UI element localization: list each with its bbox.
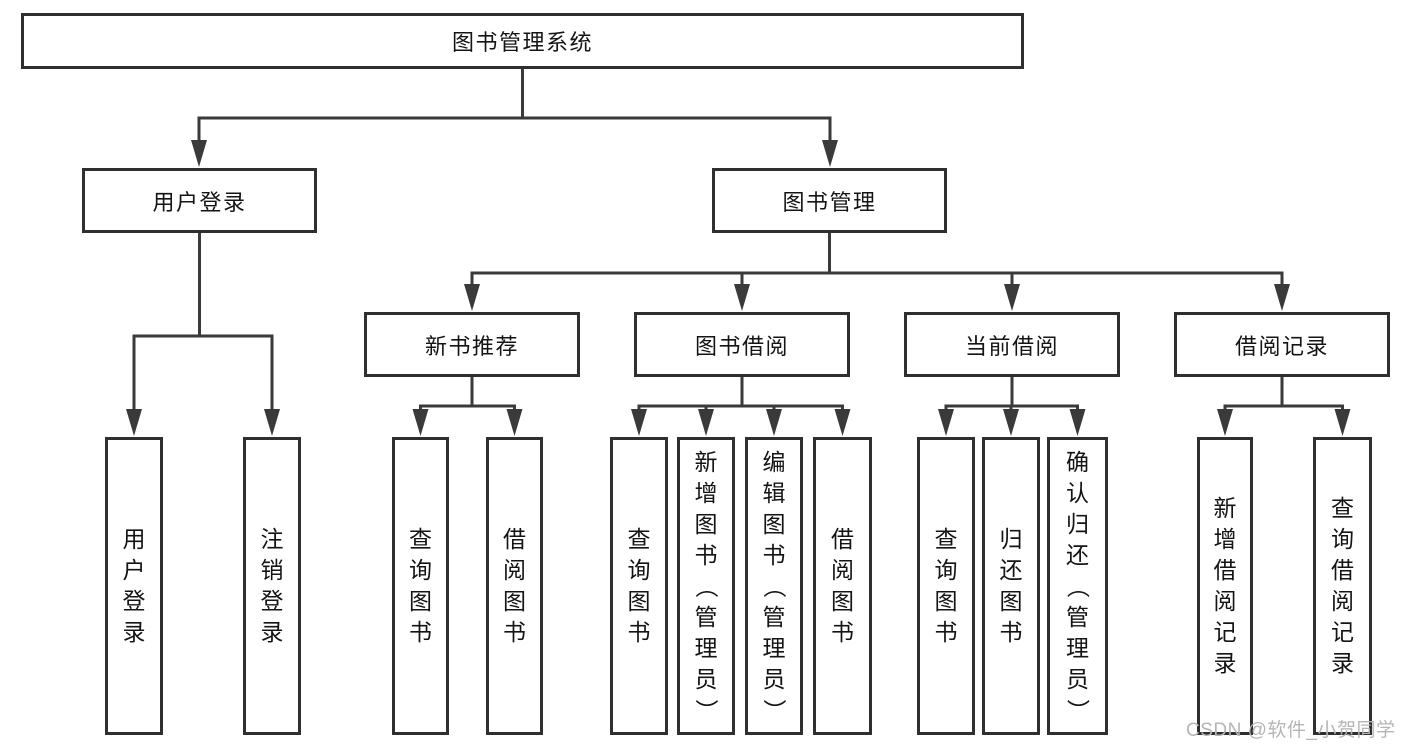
node-borrowing-records: 借阅记录 bbox=[1174, 312, 1390, 377]
leaf-borrowing-query-books: 查询图书 bbox=[610, 437, 668, 735]
node-new-book-recommend-label: 新书推荐 bbox=[424, 333, 519, 359]
node-current-borrowing-label: 当前借阅 bbox=[964, 333, 1059, 359]
node-book-management: 图书管理 bbox=[712, 168, 947, 233]
leaf-edit-books-admin-label: 编辑图书（管理员） bbox=[761, 448, 788, 722]
leaf-current-query-books: 查询图书 bbox=[917, 437, 975, 735]
leaf-add-borrow-record: 新增借阅记录 bbox=[1197, 437, 1253, 735]
leaf-borrowing-borrow-books-label: 借阅图书 bbox=[831, 526, 854, 645]
leaf-borrowing-query-books-label: 查询图书 bbox=[627, 526, 651, 645]
node-borrowing-records-label: 借阅记录 bbox=[1234, 333, 1329, 359]
leaf-confirm-return-admin-label: 确认归还（管理员） bbox=[1065, 448, 1091, 722]
leaf-edit-books-admin: 编辑图书（管理员） bbox=[745, 437, 803, 735]
node-current-borrowing: 当前借阅 bbox=[904, 312, 1120, 377]
leaf-logout-label: 注销登录 bbox=[260, 526, 284, 645]
leaf-recommend-borrow-books: 借阅图书 bbox=[486, 437, 543, 735]
watermark: CSDN @软件_小贺同学 bbox=[1186, 720, 1396, 741]
leaf-query-borrow-record-label: 查询借阅记录 bbox=[1331, 495, 1354, 676]
leaf-add-books-admin-label: 新增图书（管理员） bbox=[693, 448, 720, 722]
node-root: 图书管理系统 bbox=[21, 13, 1024, 69]
node-user-login: 用户登录 bbox=[82, 168, 317, 233]
node-book-management-label: 图书管理 bbox=[782, 189, 877, 215]
node-root-label: 图书管理系统 bbox=[451, 30, 593, 55]
leaf-add-books-admin: 新增图书（管理员） bbox=[677, 437, 735, 735]
leaf-query-borrow-record: 查询借阅记录 bbox=[1313, 437, 1372, 735]
leaf-add-borrow-record-label: 新增借阅记录 bbox=[1213, 495, 1237, 676]
leaf-recommend-query-books-label: 查询图书 bbox=[409, 526, 432, 645]
node-new-book-recommend: 新书推荐 bbox=[364, 312, 580, 377]
leaf-logout: 注销登录 bbox=[243, 437, 301, 735]
leaf-recommend-query-books: 查询图书 bbox=[392, 437, 449, 735]
leaf-recommend-borrow-books-label: 借阅图书 bbox=[503, 526, 526, 645]
node-user-login-label: 用户登录 bbox=[152, 189, 247, 215]
leaf-confirm-return-admin: 确认归还（管理员） bbox=[1047, 437, 1108, 735]
leaf-borrowing-borrow-books: 借阅图书 bbox=[813, 437, 872, 735]
leaf-return-books: 归还图书 bbox=[982, 437, 1040, 735]
node-book-borrowing-label: 图书借阅 bbox=[694, 333, 789, 359]
leaf-return-books-label: 归还图书 bbox=[999, 526, 1023, 645]
leaf-user-login: 用户登录 bbox=[105, 437, 163, 735]
leaf-user-login-label: 用户登录 bbox=[122, 526, 146, 645]
leaf-current-query-books-label: 查询图书 bbox=[934, 526, 958, 645]
node-book-borrowing: 图书借阅 bbox=[634, 312, 850, 377]
